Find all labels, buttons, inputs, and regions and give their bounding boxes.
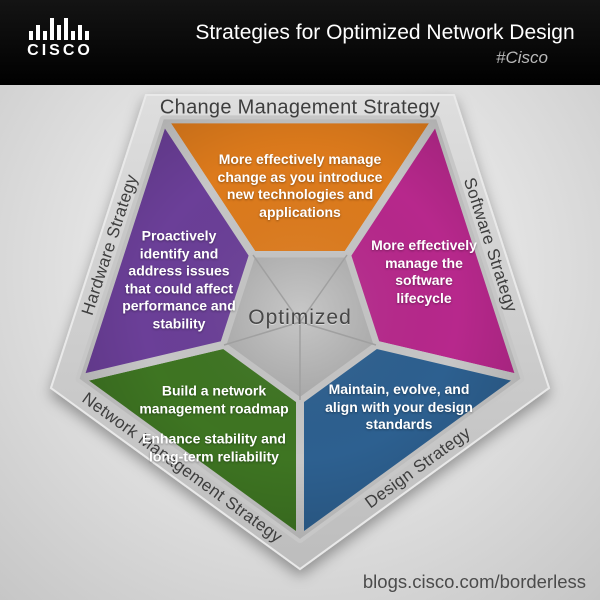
header-bar: CISCO Strategies for Optimized Network D… (0, 0, 600, 85)
cisco-logo-text: CISCO (27, 42, 93, 59)
cisco-logo: CISCO (24, 16, 96, 60)
page-title: Strategies for Optimized Network Design (195, 21, 575, 44)
center-facet-lines (223, 254, 377, 400)
footer-url: blogs.cisco.com/borderless (362, 571, 586, 592)
hashtag-label: #Cisco (496, 48, 548, 67)
cisco-logo-bars (29, 18, 89, 40)
